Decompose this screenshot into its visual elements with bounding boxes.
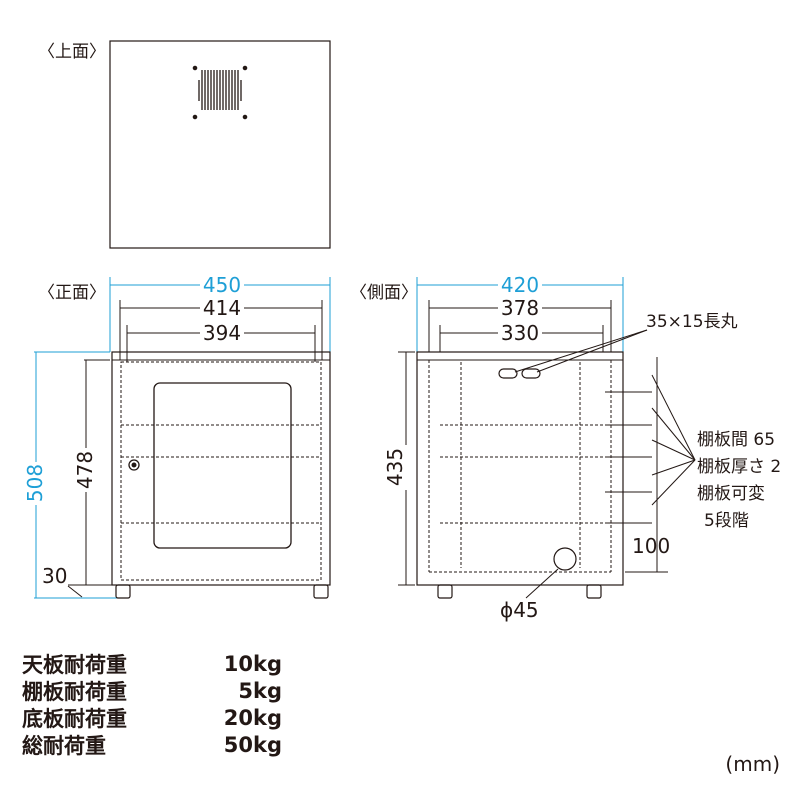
front-width-dims <box>109 277 331 362</box>
side-view-label: 〈側面〉 <box>350 283 418 303</box>
front-total-height: 508 <box>23 464 47 502</box>
screw-hole <box>192 114 198 120</box>
spec-row: 棚板耐荷重 5kg <box>22 677 282 704</box>
top-panel <box>109 40 331 249</box>
side-body-height: 435 <box>383 448 407 486</box>
spec-value: 5kg <box>238 678 282 703</box>
load-capacity-table: 天板耐荷重 10kg 棚板耐荷重 5kg 底板耐荷重 20kg 総耐荷重 50k… <box>22 650 282 758</box>
door-window <box>153 382 292 549</box>
caster <box>313 584 329 599</box>
slot-leaders <box>514 329 648 373</box>
cable-slot <box>521 368 541 379</box>
shelf-note-steps: 5段階 <box>704 511 749 531</box>
front-body-height: 478 <box>73 451 97 489</box>
top-view <box>109 40 331 249</box>
screw-hole <box>242 65 248 71</box>
front-inner-width: 414 <box>203 296 241 320</box>
spec-row: 天板耐荷重 10kg <box>22 650 282 677</box>
side-inner-depth: 378 <box>501 296 539 320</box>
front-height-dims <box>34 351 120 599</box>
side-height-dims <box>398 351 415 586</box>
front-cabinet <box>111 351 331 599</box>
cable-slot <box>498 368 518 379</box>
spec-value: 50kg <box>223 732 282 757</box>
front-shelf-width: 394 <box>203 321 241 345</box>
side-bottom-gap: 100 <box>632 534 670 558</box>
spec-label: 底板耐荷重 <box>22 706 127 731</box>
hole-diameter: ϕ45 <box>500 598 539 622</box>
front-outer-width: 450 <box>203 273 241 297</box>
spec-value: 10kg <box>223 651 282 676</box>
side-outer-depth: 420 <box>501 273 539 297</box>
spec-row: 総耐荷重 50kg <box>22 731 282 758</box>
spec-row: 底板耐荷重 20kg <box>22 704 282 731</box>
front-view-label: 〈正面〉 <box>38 283 106 303</box>
shelf-note-thickness: 棚板厚さ 2 <box>697 457 781 477</box>
slot-annotation: 35×15長丸 <box>646 312 738 332</box>
screw-hole <box>242 114 248 120</box>
spec-label: 総耐荷重 <box>22 733 106 758</box>
lock-icon <box>128 459 140 471</box>
shelf-leaders <box>605 357 696 573</box>
vent-grille <box>198 70 242 110</box>
shelf-note-adjustable: 棚板可変 <box>697 484 765 504</box>
caster <box>586 584 602 599</box>
spec-value: 20kg <box>223 705 282 730</box>
front-body <box>111 351 331 586</box>
top-view-label: 〈上面〉 <box>38 42 106 62</box>
caster <box>437 584 453 599</box>
side-cabinet <box>416 351 624 599</box>
side-body <box>416 351 624 586</box>
front-caster-height: 30 <box>42 564 67 588</box>
cable-hole <box>553 547 577 571</box>
hole-leader <box>525 568 559 599</box>
side-shelf-depth: 330 <box>501 321 539 345</box>
caster <box>115 584 131 599</box>
unit-label: (mm) <box>725 752 780 776</box>
spec-label: 天板耐荷重 <box>22 652 127 677</box>
screw-hole <box>192 65 198 71</box>
spec-label: 棚板耐荷重 <box>22 679 127 704</box>
front-inner-outline <box>120 361 322 581</box>
shelf-note-spacing: 棚板間 65 <box>697 430 775 450</box>
